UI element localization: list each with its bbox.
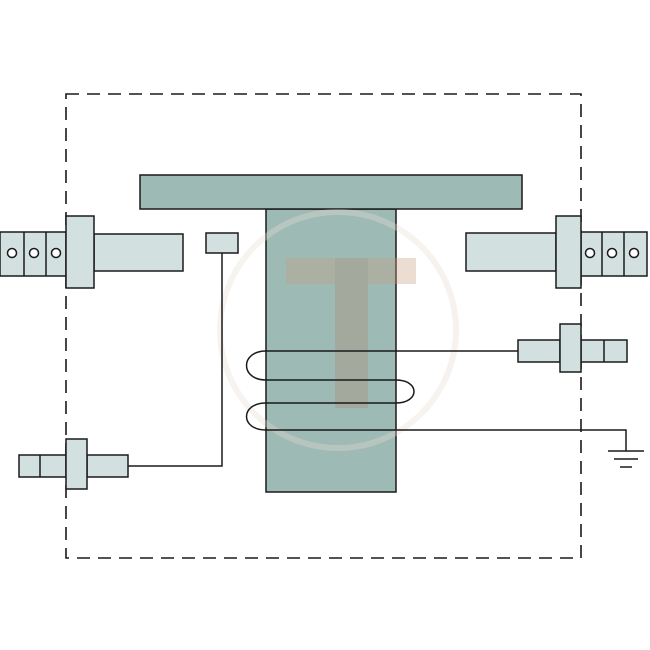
contact-disc bbox=[139, 174, 523, 210]
coil-winding bbox=[245, 350, 580, 431]
control-terminal-right bbox=[517, 323, 628, 373]
stud-hole bbox=[606, 247, 618, 259]
ground-symbol bbox=[580, 429, 644, 468]
control-wire bbox=[128, 253, 223, 467]
main-terminal-right bbox=[465, 215, 648, 289]
stud-hole bbox=[6, 247, 18, 259]
small-contact-tab bbox=[205, 232, 239, 254]
stud-hole bbox=[50, 247, 62, 259]
stud-hole bbox=[584, 247, 596, 259]
main-terminal-left bbox=[0, 215, 184, 289]
stud-hole bbox=[628, 247, 640, 259]
control-terminal-left bbox=[18, 438, 129, 490]
stud-hole bbox=[28, 247, 40, 259]
watermark-logo bbox=[217, 209, 459, 451]
